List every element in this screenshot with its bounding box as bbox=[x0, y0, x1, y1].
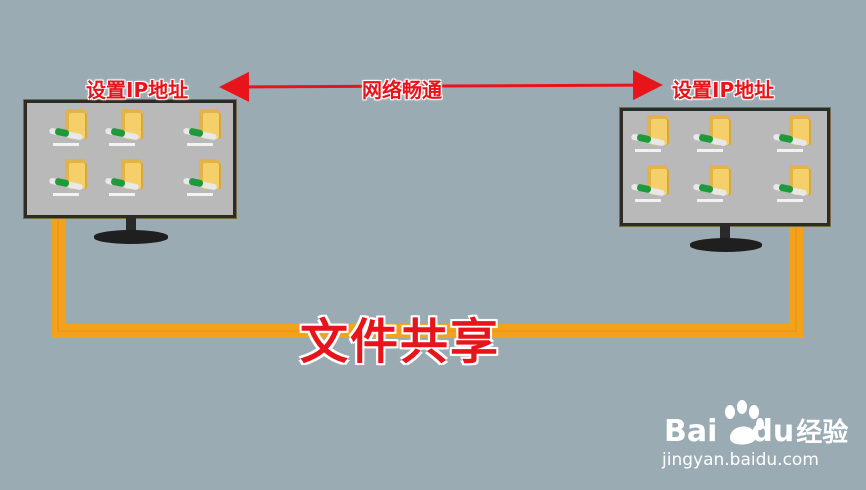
network-share-folder-icon bbox=[692, 115, 731, 152]
network-share-folder-icon bbox=[772, 115, 811, 152]
left-monitor-screen bbox=[24, 100, 236, 218]
network-share-folder-icon bbox=[104, 109, 143, 146]
baidu-paw-icon bbox=[725, 400, 764, 445]
right-monitor-screen bbox=[620, 108, 830, 226]
left-ip-label: 设置IP地址 bbox=[86, 78, 189, 102]
network-share-folder-icon bbox=[182, 159, 221, 196]
network-share-folder-icon bbox=[630, 165, 669, 202]
brand-bai: Bai bbox=[664, 414, 718, 449]
network-arrow bbox=[219, 70, 663, 102]
network-share-folder-icon bbox=[48, 159, 87, 196]
watermark-url: jingyan.baidu.com bbox=[662, 450, 819, 470]
network-label: 网络畅通 bbox=[362, 78, 442, 102]
brand-du: du bbox=[751, 414, 795, 449]
network-share-folder-icon bbox=[772, 165, 811, 202]
network-share-folder-icon bbox=[48, 109, 87, 146]
left-monitor-stand bbox=[126, 218, 136, 232]
left-monitor-base bbox=[94, 230, 168, 244]
network-share-folder-icon bbox=[104, 159, 143, 196]
right-monitor-base bbox=[690, 238, 762, 252]
network-share-folder-icon bbox=[182, 109, 221, 146]
file-share-label: 文件共享 bbox=[300, 314, 501, 370]
brand-cn: 经验 bbox=[796, 418, 849, 448]
right-ip-label: 设置IP地址 bbox=[672, 78, 775, 102]
right-monitor-stand bbox=[720, 226, 730, 240]
network-share-folder-icon bbox=[630, 115, 669, 152]
network-share-folder-icon bbox=[692, 165, 731, 202]
